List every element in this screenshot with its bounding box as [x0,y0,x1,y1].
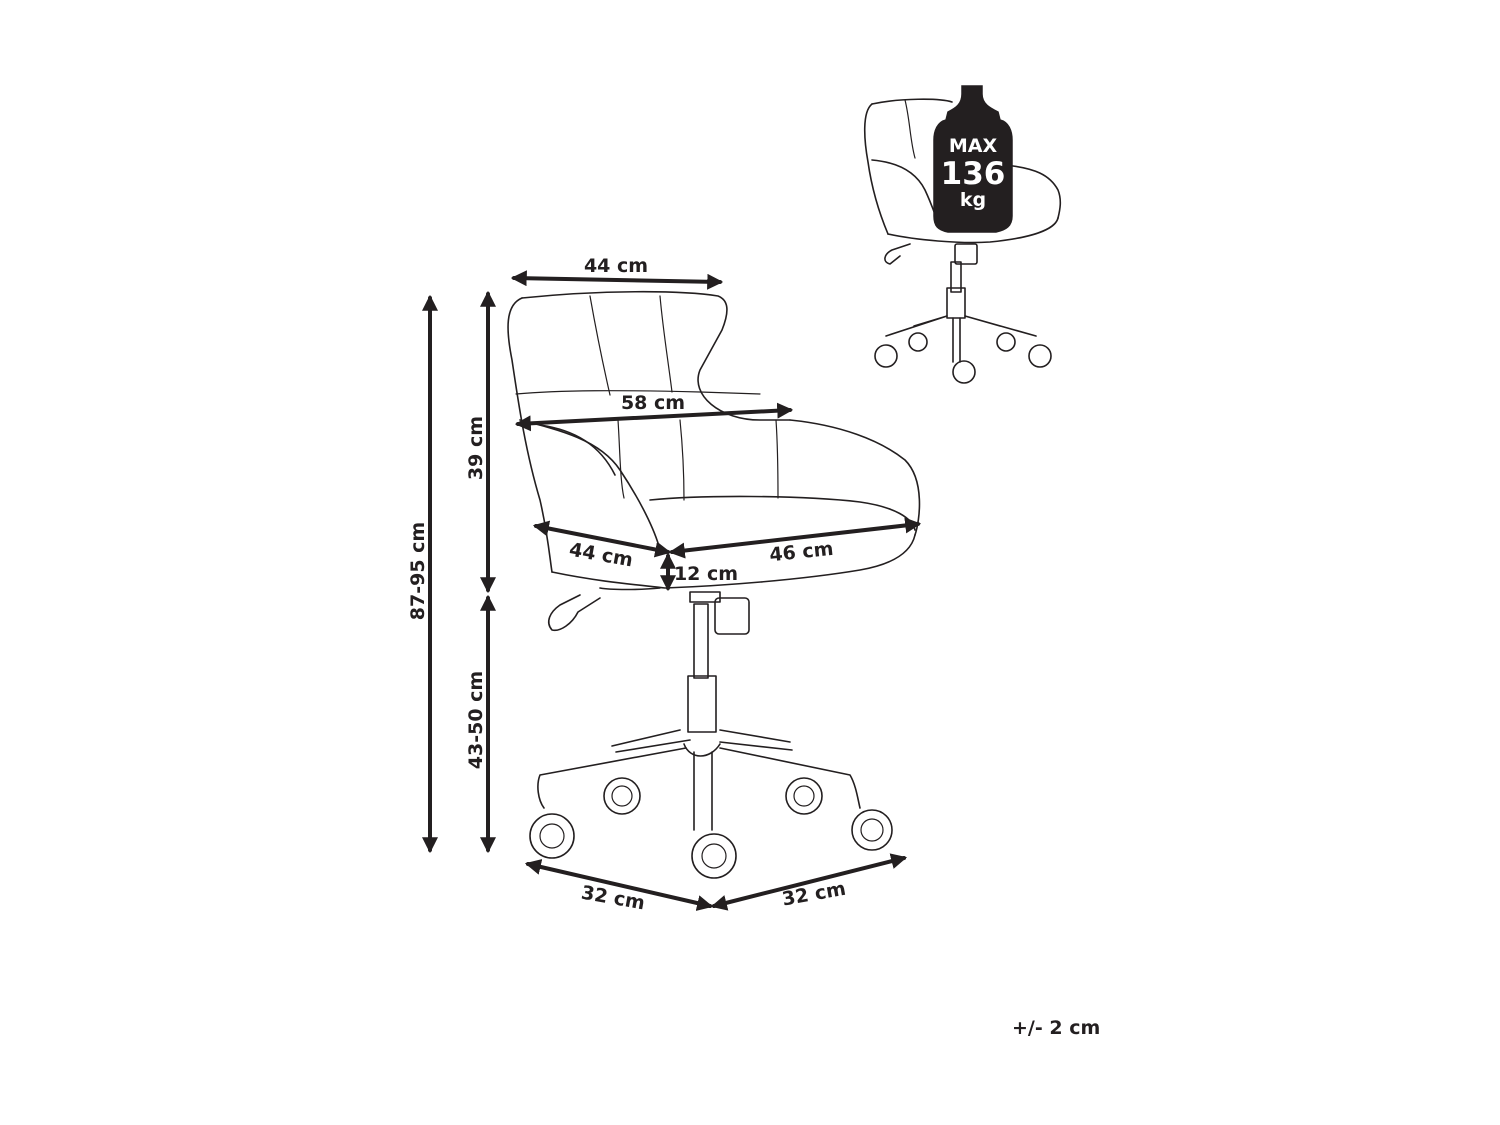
arrow-base-right [710,853,908,911]
arrow-base-left [524,859,714,911]
small-chair-drawing [863,98,1062,384]
dimension-labels: 87-95 cm 39 cm 43-50 cm 44 cm 58 cm 44 c… [407,255,847,914]
label-back-height: 39 cm [465,416,487,480]
dimension-arrows [422,270,922,911]
arrow-top-width [510,270,724,290]
badge-value-text: 136 [941,156,1006,192]
arrow-seat-depth [532,520,672,558]
arrow-arm-width [514,402,794,432]
arrow-seat-width [668,517,922,559]
max-weight-badge: MAX 136 kg [933,85,1013,233]
label-seat-thickness: 12 cm [674,563,738,585]
tolerance-note: +/- 2 cm [1012,1017,1101,1039]
label-base-left: 32 cm [580,882,647,915]
badge-unit-text: kg [960,189,986,211]
label-seat-width: 46 cm [768,538,834,567]
label-seat-height: 43-50 cm [465,671,487,769]
caster-wheels [529,777,893,879]
label-arm-width: 58 cm [621,392,685,414]
label-base-right: 32 cm [780,878,847,911]
badge-max-text: MAX [949,135,998,157]
label-top-width: 44 cm [584,255,648,277]
label-total-height: 87-95 cm [407,522,429,620]
